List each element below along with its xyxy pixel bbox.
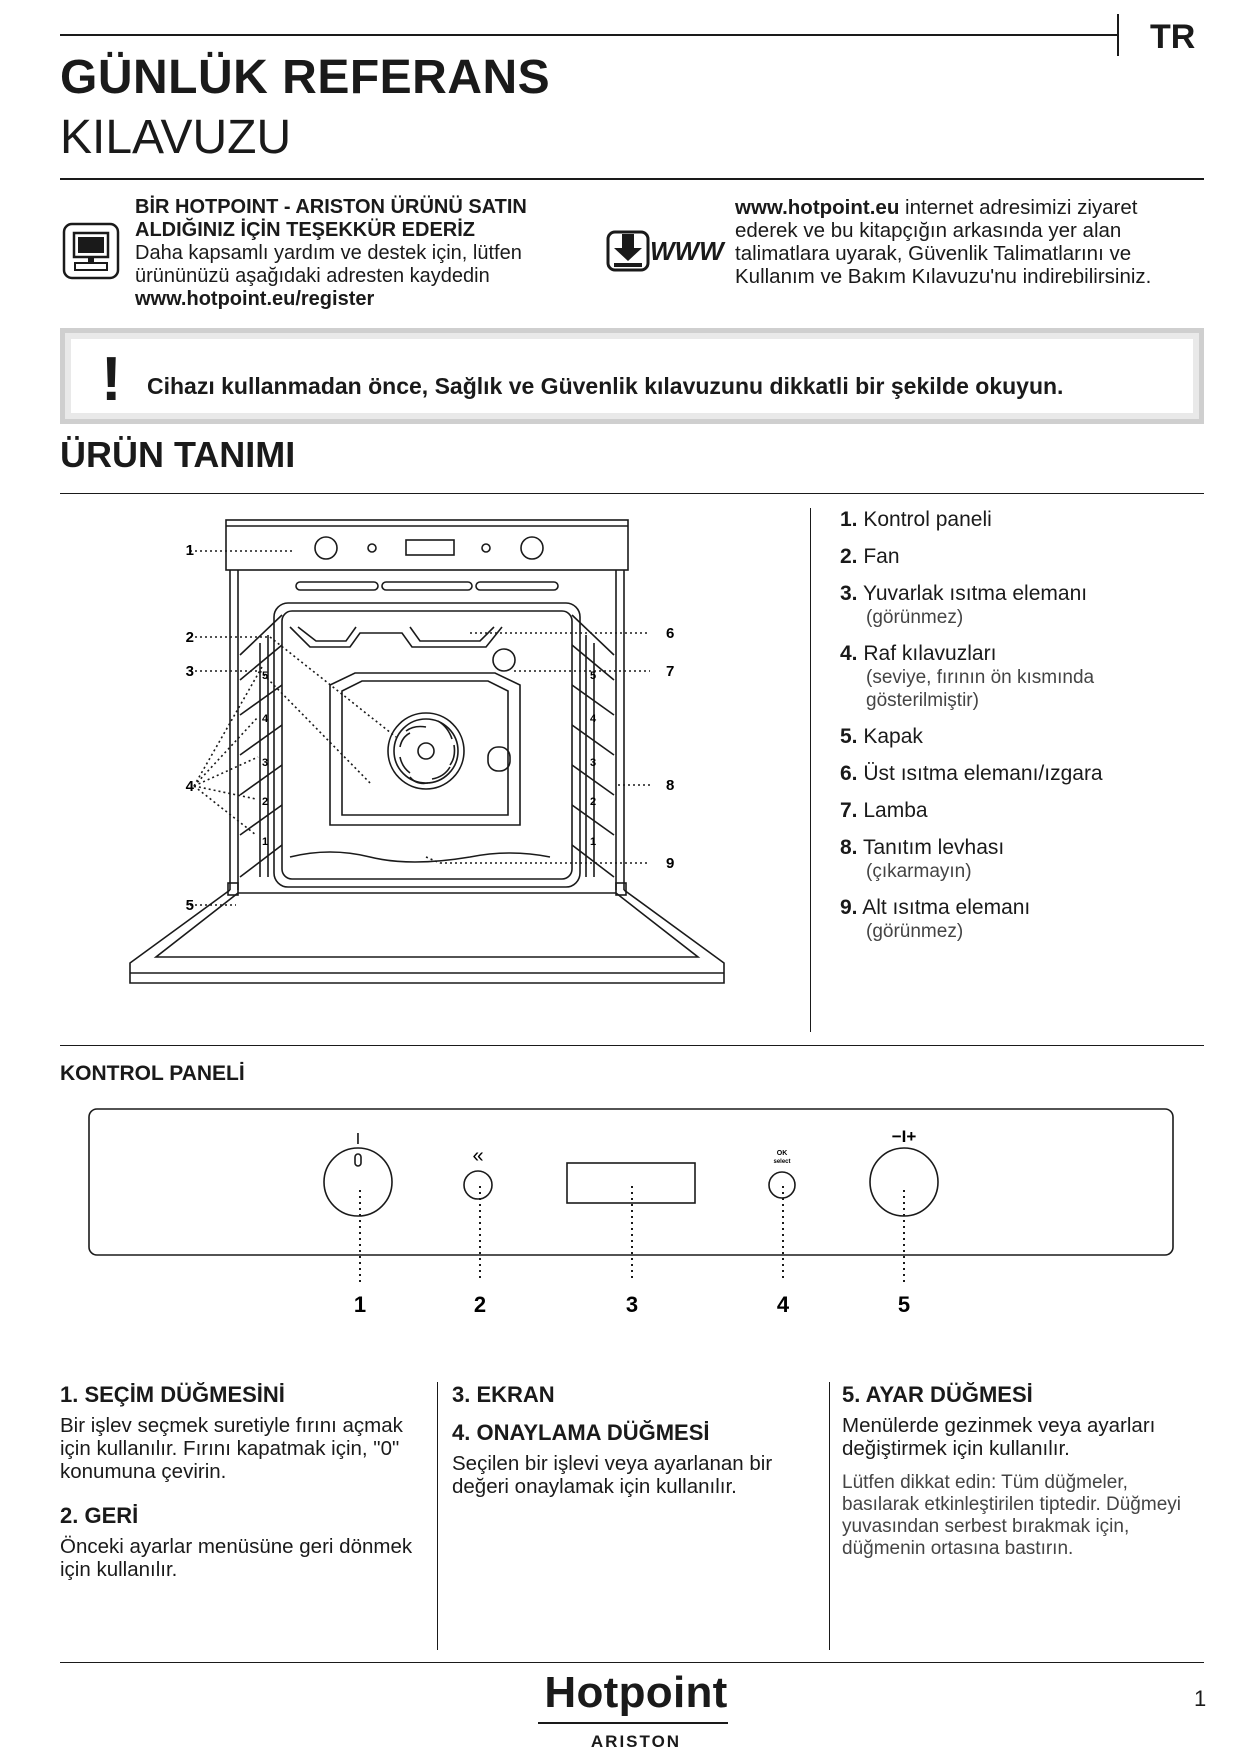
thanks-block: BİR HOTPOINT - ARISTON ÜRÜNÜ SATIN ALDIĞ…	[135, 196, 595, 311]
download-icon	[606, 230, 650, 272]
shelf-level-left-5: 5	[262, 670, 268, 682]
callout-1: 1	[186, 542, 194, 559]
column-divider-2	[829, 1382, 830, 1650]
shelf-level-left-4: 4	[262, 713, 269, 725]
description-column-2: 3. EKRAN 4. ONAYLAMA DÜĞMESİ Seçilen bir…	[452, 1382, 822, 1518]
ok-symbol-bottom: select	[773, 1159, 790, 1165]
part-7: 7. Lamba	[840, 799, 928, 822]
back-symbol: «	[472, 1145, 483, 1167]
confirm-button-text: Seçilen bir işlevi veya ayarlanan bir de…	[452, 1452, 773, 1498]
warning-text: Cihazı kullanmadan önce, Sağlık ve Güven…	[147, 373, 1064, 399]
sub-brand: ARISTON	[590, 1732, 682, 1751]
panel-number-5: 5	[898, 1292, 910, 1317]
panel-number-1: 1	[354, 1292, 366, 1317]
part-2: 2. Fan	[840, 545, 900, 568]
setting-knob-note: Lütfen dikkat edin: Tüm düğmeler, basıla…	[842, 1472, 1181, 1559]
description-column-1: 1. SEÇİM DÜĞMESİNİ Bir işlev seçmek sure…	[60, 1382, 420, 1601]
top-rule	[60, 34, 1118, 36]
product-rule	[60, 493, 1204, 494]
control-panel-diagram: I « OK select −I+ 1 2 3 4 5	[88, 1108, 1174, 1317]
shelf-level-right-4: 4	[590, 713, 597, 725]
shelf-level-right-2: 2	[590, 796, 596, 808]
shelf-level-left-3: 3	[262, 757, 268, 769]
warning-box: ! Cihazı kullanmadan önce, Sağlık ve Güv…	[60, 328, 1204, 424]
callout-8: 8	[666, 777, 674, 794]
confirm-button-heading: 4. ONAYLAMA DÜĞMESİ	[452, 1420, 710, 1445]
register-link[interactable]: www.hotpoint.eu/register	[135, 288, 375, 310]
part-8: 8. Tanıtım levhası(çıkarmayın)	[840, 836, 1005, 882]
back-text: Önceki ayarlar menüsüne geri dönmek için…	[60, 1535, 413, 1581]
download-instructions: internet adresimizi ziyaret ederek ve bu…	[735, 196, 1152, 288]
language-code: TR	[1150, 18, 1196, 56]
download-text: www.hotpoint.eu internet adresimizi ziya…	[735, 196, 1205, 288]
shelf-level-left-1: 1	[262, 836, 268, 848]
callout-2: 2	[186, 629, 194, 646]
setting-knob-heading: 5. AYAR DÜĞMESİ	[842, 1382, 1033, 1407]
part-6: 6. Üst ısıtma elemanı/ızgara	[840, 762, 1103, 785]
callout-3: 3	[186, 663, 194, 680]
part-3: 3. Yuvarlak ısıtma elemanı(görünmez)	[840, 582, 1088, 628]
thanks-text: Daha kapsamlı yardım ve destek için, lüt…	[135, 242, 522, 287]
knob5-symbol: −I+	[892, 1127, 917, 1146]
shelf-level-right-3: 3	[590, 757, 596, 769]
control-panel-heading: KONTROL PANELİ	[60, 1062, 245, 1085]
brand-logo: Hotpoint	[544, 1668, 728, 1717]
setting-knob-text: Menülerde gezinmek veya ayarları değişti…	[842, 1414, 1156, 1460]
product-divider	[810, 508, 811, 1032]
panel-number-2: 2	[474, 1292, 486, 1317]
description-column-3: 5. AYAR DÜĞMESİ Menülerde gezinmek veya …	[842, 1382, 1210, 1560]
knob1-symbol: I	[356, 1131, 360, 1148]
callout-6: 6	[666, 625, 674, 642]
exclamation-icon: !	[101, 345, 122, 414]
callout-5: 5	[186, 897, 194, 914]
page-title: GÜNLÜK REFERANS	[60, 51, 551, 104]
product-heading: ÜRÜN TANIMI	[60, 434, 296, 475]
panel-number-3: 3	[626, 1292, 638, 1317]
www-label: WWW	[650, 236, 724, 266]
top-rule-tick	[1117, 14, 1119, 56]
ok-symbol-top: OK	[777, 1150, 788, 1157]
computer-icon	[62, 222, 120, 280]
website-link[interactable]: www.hotpoint.eu	[735, 196, 900, 219]
shelf-level-left-2: 2	[262, 796, 268, 808]
shelf-level-right-5: 5	[590, 670, 596, 682]
callout-4: 4	[186, 778, 195, 795]
page-subtitle: KILAVUZU	[60, 111, 292, 164]
part-4: 4. Raf kılavuzları(seviye, fırının ön kı…	[840, 642, 1095, 711]
shelf-level-right-1: 1	[590, 836, 596, 848]
oven-diagram: 1 2 3 4 5 6 7 8 9 5 4 3 2 1 5 4 3 2 1	[129, 519, 725, 984]
part-5: 5. Kapak	[840, 725, 923, 748]
thanks-heading: BİR HOTPOINT - ARISTON ÜRÜNÜ SATIN ALDIĞ…	[135, 196, 527, 241]
page-number: 1	[1194, 1686, 1207, 1711]
selection-knob-text: Bir işlev seçmek suretiyle fırını açmak …	[60, 1414, 403, 1483]
footer-rule	[60, 1662, 1204, 1663]
callout-7: 7	[666, 663, 674, 680]
part-1: 1. Kontrol paneli	[840, 508, 992, 531]
column-divider-1	[437, 1382, 438, 1650]
logo-underline	[538, 1722, 728, 1724]
panel-number-4: 4	[777, 1292, 790, 1317]
callout-9: 9	[666, 855, 674, 872]
back-heading: 2. GERİ	[60, 1503, 139, 1528]
selection-knob-heading: 1. SEÇİM DÜĞMESİNİ	[60, 1382, 285, 1407]
part-9: 9. Alt ısıtma elemanı(görünmez)	[840, 896, 1031, 942]
display-heading: 3. EKRAN	[452, 1382, 555, 1407]
control-rule	[60, 1045, 1204, 1046]
title-rule	[60, 178, 1204, 180]
parts-list: 1. Kontrol paneli 2. Fan 3. Yuvarlak ısı…	[840, 508, 1220, 956]
